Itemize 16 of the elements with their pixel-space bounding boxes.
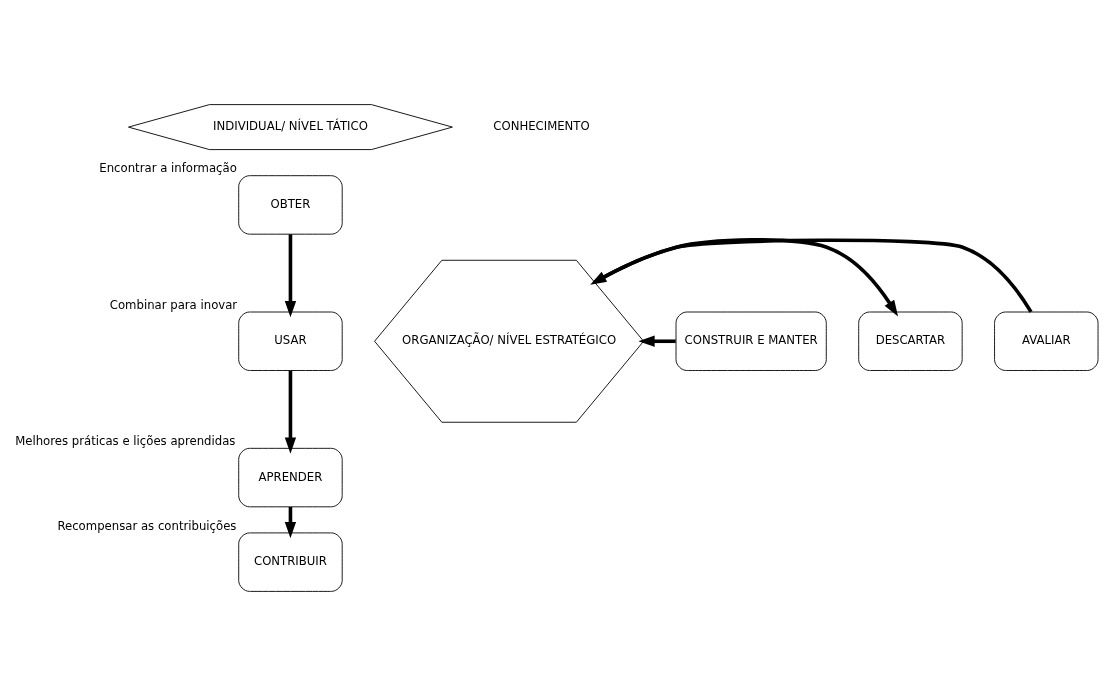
arrow (594, 237, 899, 316)
node-box: CONTRIBUIR (238, 531, 343, 592)
node-label: Combinar para inovar (109, 297, 238, 312)
arrow (638, 335, 676, 347)
arrow (284, 233, 297, 317)
node-box: USAR (238, 311, 343, 371)
node-box: CONSTRUIR E MANTER (675, 311, 827, 371)
node-box: APRENDER (238, 447, 343, 507)
arrow (284, 370, 297, 454)
node-box: DESCARTAR (858, 311, 963, 371)
node-label: Encontrar a informação (99, 160, 237, 175)
node-label: Melhores práticas e lições aprendidas (15, 433, 236, 448)
node-label: Recompensar as contribuições (57, 518, 237, 533)
label: CONHECIMENTO (493, 118, 590, 133)
node-box: AVALIAR (994, 311, 1099, 371)
node-box: OBTER (238, 174, 343, 235)
